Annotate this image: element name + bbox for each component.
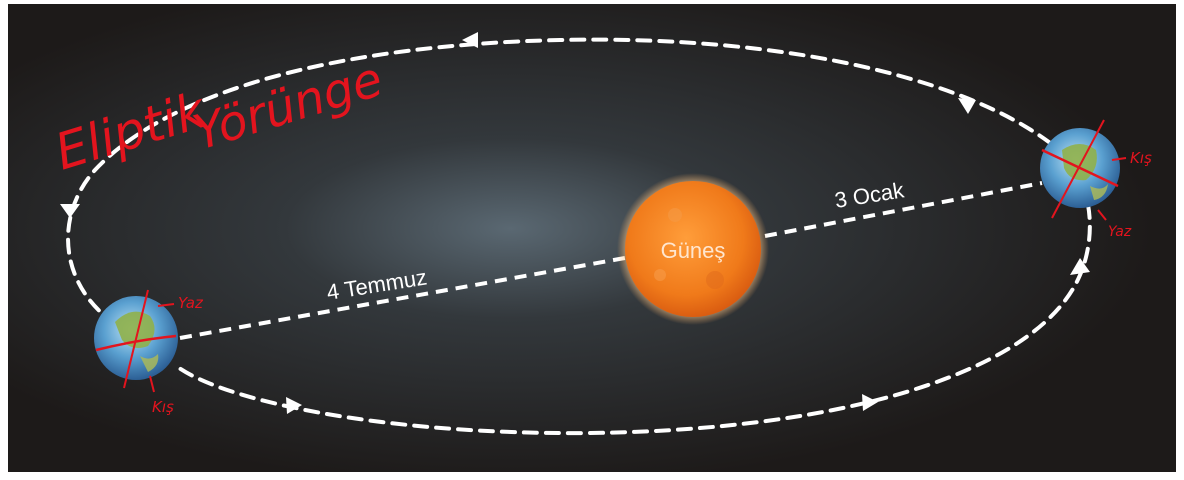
note-right-top: Kış [1130,149,1152,167]
space-background [8,4,1176,472]
note-left-bottom: Kış [152,398,174,416]
sun: Güneş [617,173,769,325]
sun-label: Güneş [661,238,726,263]
note-right-bottom: Yaz [1108,224,1132,240]
note-left-top: Yaz [178,294,204,312]
